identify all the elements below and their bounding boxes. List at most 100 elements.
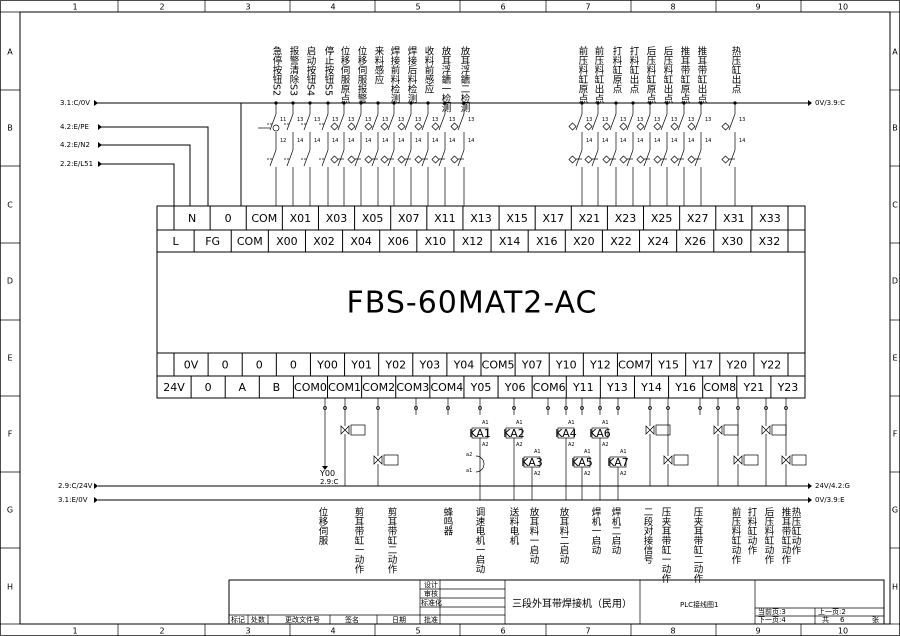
output-label: 前压料缸动作 bbox=[730, 506, 742, 565]
contact-no: 14 bbox=[398, 138, 404, 144]
terminal-y23: Y23 bbox=[777, 381, 799, 394]
terminal-x07: X07 bbox=[398, 212, 420, 225]
terminal-x30: X30 bbox=[722, 235, 744, 248]
output-label: 热压缸动作 bbox=[790, 506, 802, 555]
tb-design: 设计 bbox=[424, 580, 438, 589]
terminal-y14: Y14 bbox=[640, 381, 662, 394]
terminal-node bbox=[546, 406, 550, 410]
contact-no: 14 bbox=[739, 138, 745, 144]
terminal-24v: 24V bbox=[163, 381, 185, 394]
output-label: 后压料缸动作 bbox=[763, 507, 775, 565]
row-marker: E bbox=[892, 354, 897, 363]
row-marker: C bbox=[7, 201, 13, 210]
sensor-icon bbox=[721, 155, 730, 164]
ref-0v-right: 0V/3.9:C bbox=[815, 99, 845, 107]
col-marker: 2 bbox=[159, 3, 164, 12]
terminal-0: 0 bbox=[225, 212, 232, 225]
terminal-x15: X15 bbox=[506, 212, 528, 225]
terminal-node bbox=[736, 406, 740, 410]
row-marker: G bbox=[892, 506, 898, 515]
col-marker: 4 bbox=[330, 627, 335, 636]
junction bbox=[342, 101, 346, 105]
terminal-com6: COM6 bbox=[533, 381, 566, 394]
terminal-x14: X14 bbox=[499, 235, 521, 248]
switch-contact bbox=[337, 113, 345, 131]
tb-count: 处数 bbox=[251, 615, 265, 624]
switch-contact bbox=[404, 149, 412, 167]
input-label: 前压料缸出点 bbox=[593, 45, 605, 104]
row-marker: D bbox=[7, 277, 13, 286]
contact-no: 13 bbox=[586, 117, 592, 123]
junction bbox=[443, 101, 447, 105]
contact-no: 14 bbox=[620, 138, 626, 144]
switch-contact bbox=[354, 113, 362, 131]
ref-0v: 3.1:C/0V bbox=[60, 99, 90, 107]
input-label: 急停按钮S2 bbox=[271, 45, 283, 96]
relay-label: KA6 bbox=[589, 427, 611, 440]
sensor-icon bbox=[721, 122, 730, 131]
relay-pin: A1 bbox=[568, 420, 575, 426]
valve-icon bbox=[761, 425, 771, 435]
input-label: 启动按钮S4 bbox=[305, 45, 317, 96]
valve-icon bbox=[645, 425, 655, 435]
input-label: 打料缸原点 bbox=[611, 45, 623, 94]
tb-date: 日期 bbox=[392, 616, 406, 624]
contact-no: 13 bbox=[332, 117, 338, 123]
contact-no: 13 bbox=[637, 117, 643, 123]
output-label: 焊机一启动 bbox=[590, 506, 602, 555]
col-marker: 1 bbox=[72, 3, 77, 12]
output-label: 放耳料二启动 bbox=[558, 506, 570, 565]
terminal-y22: Y22 bbox=[760, 359, 782, 372]
output-wiring: KA1A1A2KA2A1A2KA3A1A2KA4A1A2KA5A1A2KA6A1… bbox=[322, 398, 807, 500]
terminal-x24: X24 bbox=[647, 235, 669, 248]
terminal-com: COM bbox=[251, 212, 277, 225]
terminal-node bbox=[323, 406, 327, 410]
junction bbox=[614, 101, 618, 105]
sensor-icon bbox=[414, 155, 423, 164]
terminal-x06: X06 bbox=[387, 235, 409, 248]
relay-pin: A1 bbox=[602, 420, 609, 426]
output-label: 焊机二启动 bbox=[610, 506, 622, 555]
sensor-icon bbox=[687, 122, 696, 131]
contact-no: 14 bbox=[348, 138, 354, 144]
input-label: 后压料缸原点 bbox=[645, 46, 657, 104]
contact-no: 14 bbox=[382, 138, 388, 144]
junction bbox=[291, 101, 295, 105]
sensor-icon bbox=[330, 122, 339, 131]
switch-contact bbox=[438, 113, 446, 131]
contact-no: 14 bbox=[365, 138, 371, 144]
terminal-x01: X01 bbox=[290, 212, 312, 225]
valve-coil bbox=[383, 454, 399, 466]
sensor-icon bbox=[653, 155, 662, 164]
input-label: 焊接后料检测 bbox=[406, 45, 418, 104]
terminal-node bbox=[376, 406, 380, 410]
valve-coil bbox=[723, 424, 739, 436]
relay-pin: A2 bbox=[602, 442, 609, 448]
switch-contact bbox=[626, 149, 634, 167]
sensor-icon bbox=[670, 122, 679, 131]
terminal-com0: COM0 bbox=[294, 381, 327, 394]
terminal-y10: Y10 bbox=[555, 359, 577, 372]
contact-no: 14 bbox=[415, 138, 421, 144]
terminal-y01: Y01 bbox=[350, 359, 372, 372]
contact-no: 13 bbox=[739, 117, 745, 123]
sensor-icon bbox=[568, 155, 577, 164]
terminal-y12: Y12 bbox=[589, 359, 611, 372]
switch-contact bbox=[643, 113, 651, 131]
switch-contact bbox=[591, 149, 599, 167]
valve-icon bbox=[340, 425, 350, 435]
output-label: 蜂鸣器 bbox=[442, 506, 454, 535]
y00-ref-page: 2.9:C bbox=[320, 478, 338, 486]
valve-icon bbox=[713, 425, 723, 435]
output-label: 剪耳带缸二动作 bbox=[386, 506, 398, 574]
terminal-x27: X27 bbox=[687, 212, 709, 225]
sensor-icon bbox=[670, 155, 679, 164]
terminal-node bbox=[478, 406, 482, 410]
terminal-x26: X26 bbox=[684, 235, 706, 248]
valve-icon bbox=[663, 455, 673, 465]
terminal-com8: COM8 bbox=[703, 381, 736, 394]
switch-contact bbox=[337, 149, 345, 167]
tb-project: 三段外耳带焊接机（民用） bbox=[512, 597, 632, 610]
